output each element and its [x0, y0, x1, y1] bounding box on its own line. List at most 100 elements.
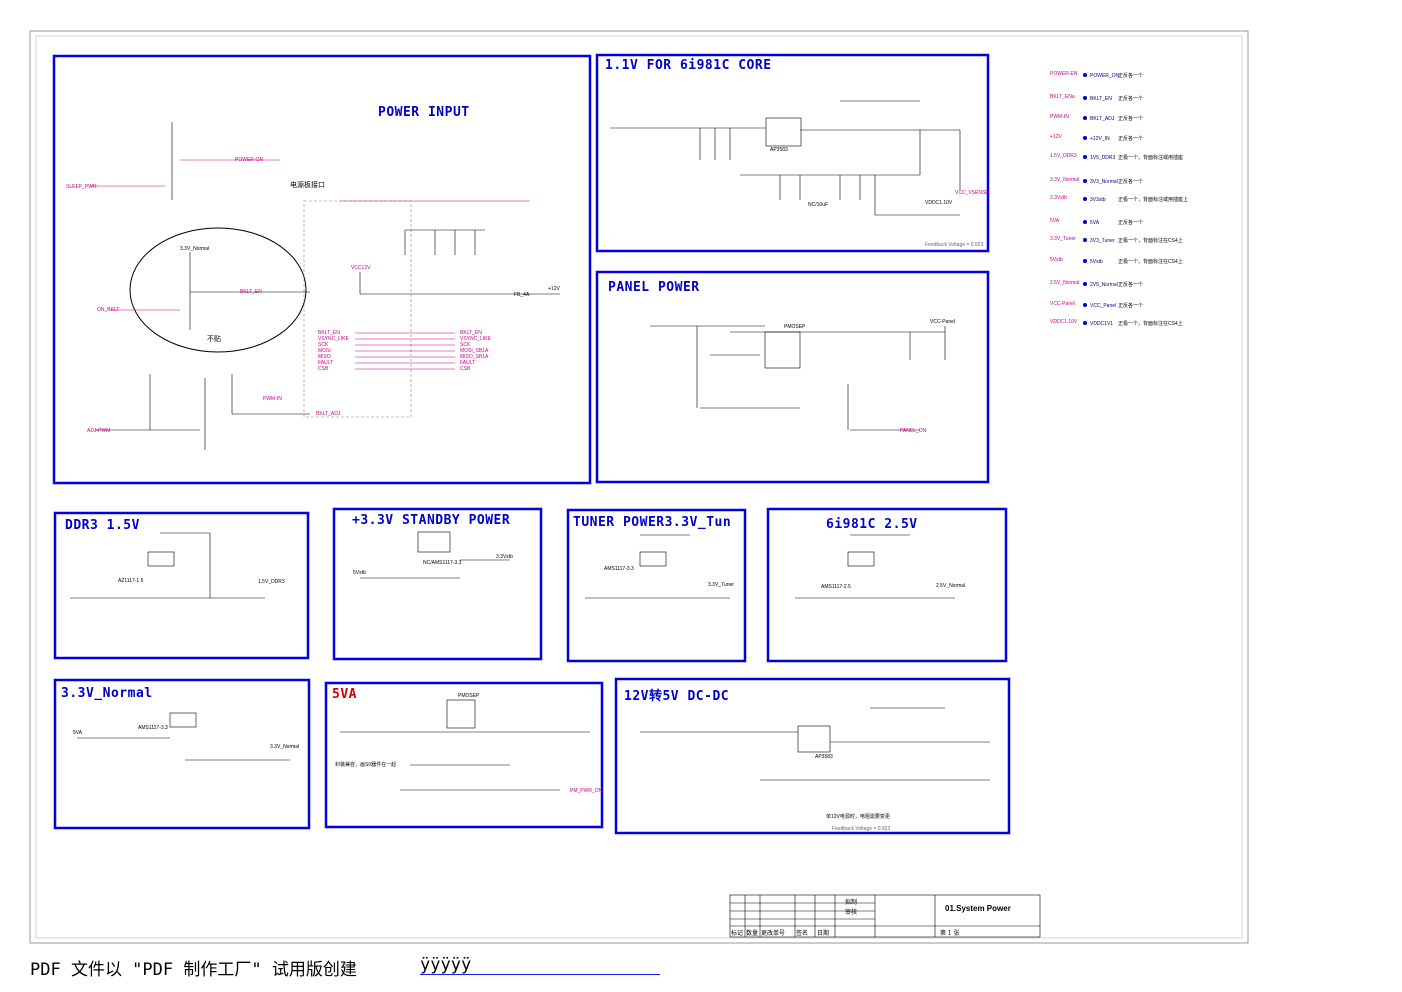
signal-right-0: BKLT_EN [460, 330, 482, 336]
fiveva-pmos-label: PMOSEP [458, 693, 480, 699]
legend-5-a: 3.3V_Normal [1050, 177, 1080, 183]
pm-pwr-on-label: PM_PWR_ON [570, 788, 603, 794]
signal-1: VSYNC_LIKE [318, 336, 349, 342]
col-change: 更改单号 [761, 930, 786, 937]
on-bklt-label: ON_BKLT [97, 307, 120, 313]
dcdc-title: 12V转5V DC-DC [624, 689, 730, 704]
standby-out-label: 3.3Vstb [496, 554, 513, 560]
sheet-title: 01.System Power [945, 904, 1011, 913]
legend-10-c: 2V5_Normal [1090, 282, 1118, 288]
signal-right-1: VSYNC_LIKE [460, 336, 491, 342]
fiveva-note: 封装兼容，画S0器件在一起 [335, 762, 397, 768]
normal33-title: 3.3V_Normal [61, 686, 153, 701]
legend-note-11: 正反各一个 [1118, 303, 1144, 309]
tuner-border [566, 508, 747, 663]
drawn-label: 拟制 [845, 899, 858, 906]
col-qty: 数量 [746, 930, 759, 937]
legend-7-c: 5VA [1090, 220, 1100, 226]
tuner-title: TUNER POWER3.3V_Tun [573, 515, 732, 530]
aux-out-label: 2.5V_Normal [936, 583, 966, 589]
col-sign: 签名 [796, 930, 809, 937]
core-wiring [610, 100, 961, 216]
legend-0-a: POWER-EN [1050, 71, 1078, 77]
legend-note-4: 正极一个，背面标注或用插座 [1118, 155, 1184, 161]
aux-ic-label: AMS1117-2.5 [821, 584, 851, 590]
bklt-adj-label: BKLT_ADJ [316, 411, 341, 417]
legend-note-10: 正反各一个 [1118, 282, 1144, 288]
power-input-wiring [95, 122, 560, 450]
legend-3-a: +12V [1050, 134, 1062, 140]
legend-11-c: VCC_Panel [1090, 303, 1117, 309]
legend-note-6: 正极一个，背面标注或用插座上 [1118, 197, 1189, 203]
legend-note-8: 正极一个，背面标注在CS4上 [1118, 238, 1183, 244]
core-title: 1.1V FOR 6i981C CORE [605, 58, 772, 73]
signal-0: BKLT_EN [318, 330, 340, 336]
legend-1-c: BKLT_EN [1090, 96, 1112, 102]
power-input-title: POWER INPUT [378, 105, 470, 120]
legend-6-a: 3.3Vstb [1050, 195, 1067, 201]
panel-wiring [650, 325, 946, 431]
legend-7-a: 5VA [1050, 218, 1060, 224]
bujie-label: 不贴 [207, 336, 221, 343]
pdf-footer-link[interactable]: ÿÿÿÿÿ [420, 955, 660, 975]
legend-note-2: 正反各一个 [1118, 116, 1144, 122]
aux25-border [766, 507, 1008, 663]
legend-9-c: 5Vstb [1090, 259, 1103, 265]
legend-note-5: 正反各一个 [1118, 179, 1144, 185]
legend-2-c: BKLT_ADJ [1090, 116, 1115, 122]
fb4a-label: FB_4A [514, 292, 530, 298]
legend-10-a: 2.5V_Normal [1050, 280, 1080, 286]
ddr3-title: DDR3 1.5V [65, 518, 140, 533]
legend-4-a: 1.5V_DDR3 [1050, 153, 1077, 159]
normal-out-label: 3.3V_Normal [270, 744, 300, 750]
dcdc-note: 单12V电源时，电阻需要变更 [826, 814, 890, 820]
inner-frame [35, 35, 1243, 939]
signal-right-5: FAULT [460, 360, 476, 366]
nc10uf-label: NC/10uF [808, 202, 829, 208]
dcdc-border [614, 677, 1011, 835]
power-on-label: POWER-ON [235, 157, 264, 163]
normal33-net-label: 3.3V_Normal [180, 246, 210, 252]
aux25-title: 6i981C 2.5V [826, 517, 918, 532]
panel-pmos-label: PMOSEP [784, 324, 806, 330]
adj-pwm-label: ADJ-PWM [87, 428, 111, 434]
title-block: 拟制 审核 01.System Power 第 1 张 标记 数量 更改单号 签… [730, 895, 1040, 937]
legend-note-9: 正极一个，背面标注在CS4上 [1118, 259, 1183, 265]
outer-frame [29, 30, 1249, 944]
legend-3-c: +12V_IN [1090, 136, 1110, 142]
signal-right-2: SCK [460, 342, 471, 348]
standby-in-label: 5Vstb [353, 570, 366, 576]
signal-right-6: CSB [460, 366, 471, 372]
panel-border [595, 270, 990, 484]
power-input-border [52, 54, 592, 485]
normal-in-label: 5VA [73, 730, 83, 736]
normal33-border [53, 678, 311, 830]
standby-title: +3.3V STANDBY POWER [352, 513, 511, 528]
checked-label: 审核 [845, 909, 858, 916]
signal-4: MISO [318, 354, 331, 360]
signal-right-4: MISO_SB1A [460, 354, 489, 360]
ddr-ic-label: AZ1117-1.5 [118, 578, 144, 584]
legend-12-c: VDDC1V1 [1090, 321, 1114, 327]
core-ic-label: AP3583 [770, 147, 788, 153]
sheet-number: 第 1 张 [940, 930, 960, 937]
dcdc-ic-label: AP3583 [815, 754, 833, 760]
tuner-ic-label: AMS1117-3.3 [604, 566, 634, 572]
vcc-panel-label: VCC-Panel [930, 319, 956, 325]
sleep-pwr-label: SLEEP_PWR [66, 184, 97, 190]
legend-6-c: 3V3stb [1090, 197, 1106, 203]
legend-pins [1083, 73, 1087, 325]
bklt-en-label: BKLT_EN [240, 289, 262, 295]
ddr-out-label: 1.5V_DDR3 [258, 579, 285, 585]
legend-11-a: VCC-Panel [1050, 301, 1076, 307]
signal-5: FAULT [318, 360, 334, 366]
panel-title: PANEL POWER [608, 280, 700, 295]
core-border [595, 53, 990, 253]
signal-right-3: MOSI_SB1A [460, 348, 489, 354]
fiveva-title: 5VA [332, 687, 357, 702]
col-mark: 标记 [731, 930, 744, 937]
plus12v-label: +12V [548, 286, 560, 292]
col-date: 日期 [817, 930, 830, 937]
feedback2-label: Feedback Voltage = 0.923 [832, 826, 891, 832]
